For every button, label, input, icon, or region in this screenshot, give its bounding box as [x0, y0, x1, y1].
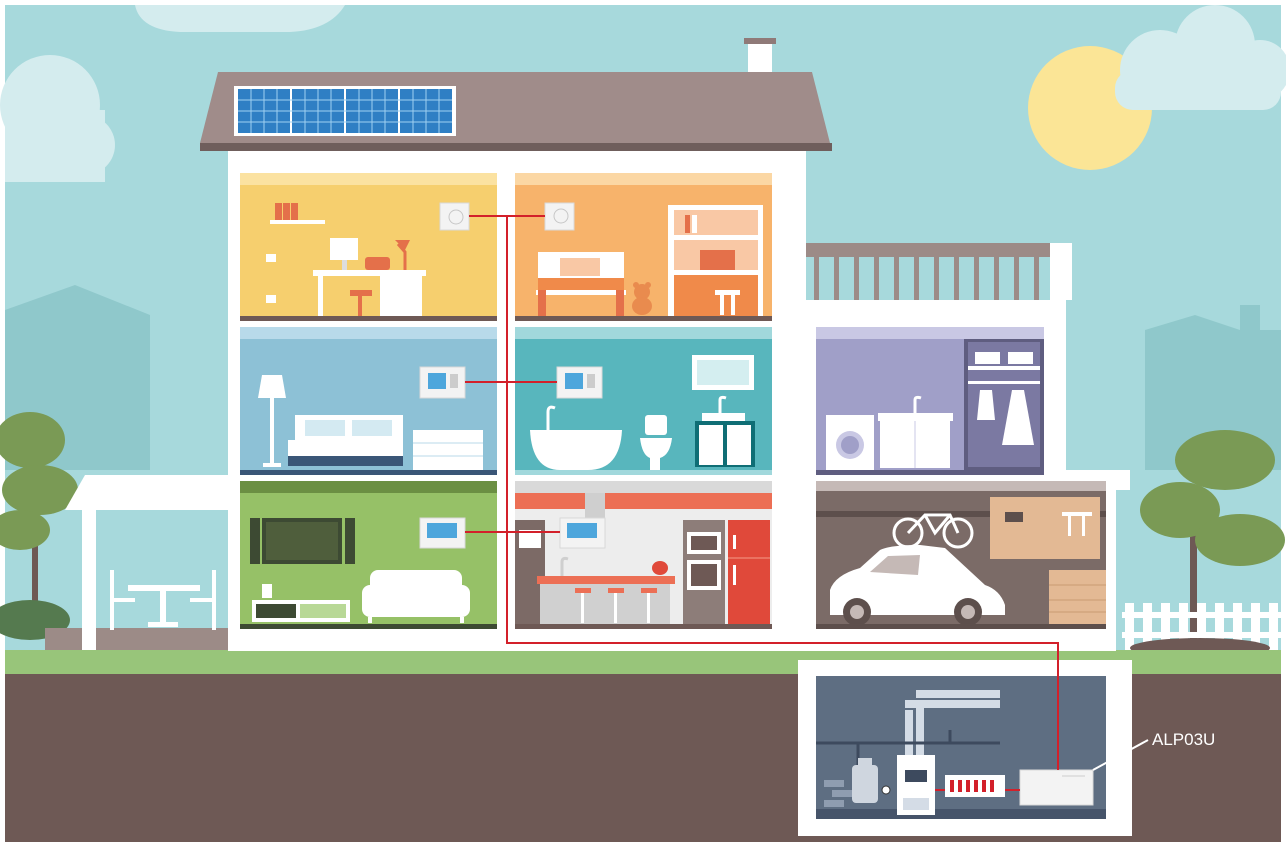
controller-callout-label: ALP03U [1152, 730, 1215, 749]
room-bedroom [240, 327, 497, 475]
boiler-icon [897, 755, 935, 815]
manifold-icon [945, 775, 1005, 797]
room-bathroom [515, 327, 772, 475]
tv-icon [250, 518, 355, 564]
controller-box-icon [1020, 770, 1093, 805]
tool-pegboard-icon [990, 497, 1100, 559]
double-bed-icon [288, 415, 403, 466]
shelving-unit-icon [668, 205, 763, 316]
oven-tower-icon [683, 520, 725, 624]
basement-boiler-room [798, 660, 1132, 836]
room-kitchen [515, 481, 772, 629]
sofa-icon [362, 570, 470, 623]
room-kids-bedroom [515, 173, 772, 321]
power-outlet-icon [266, 295, 276, 303]
cloud-top-icon [135, 5, 345, 32]
fridge-icon [728, 520, 770, 624]
light-switch-icon [266, 254, 276, 262]
thermostat-icon [440, 203, 469, 230]
thermostat-icon [560, 518, 605, 548]
room-garage [816, 481, 1106, 629]
washing-machine-icon [826, 415, 874, 470]
thermostat-icon [420, 367, 465, 398]
room-living [240, 481, 497, 629]
storage-drawers-icon [1049, 570, 1106, 624]
thermostat-icon [545, 203, 574, 230]
room-study [240, 173, 497, 321]
closet-icon [964, 339, 1044, 470]
dresser-icon [413, 430, 483, 470]
thermostat-icon [420, 518, 465, 548]
room-laundry [816, 327, 1044, 475]
mirror-icon [692, 355, 754, 390]
thermostat-icon [557, 367, 602, 398]
solar-panel-icon [234, 86, 456, 136]
